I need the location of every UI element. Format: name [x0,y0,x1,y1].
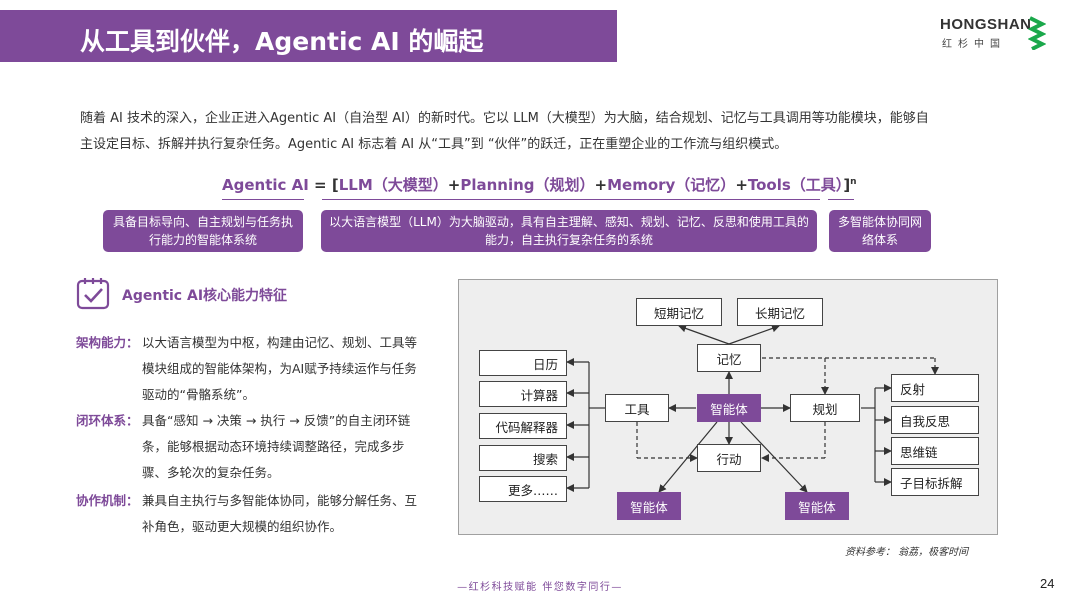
checklist-icon [76,278,110,310]
hongshan-logo: HONGSHAN 红杉中国 [940,16,1046,50]
capability-text: 具备“感知 → 决策 → 执行 → 反馈”的自主闭环链条，能够根据动态环境持续调… [142,413,411,480]
formula-superscript: n [850,177,857,187]
page-number: 24 [1040,576,1055,591]
formula-agentic: Agentic AI [222,176,309,194]
node-plan-self-reflection: 自我反思 [891,406,979,434]
node-memory: 记忆 [697,344,761,372]
capability-closed-loop: 闭环体系： 具备“感知 → 决策 → 执行 → 反馈”的自主闭环链条，能够根据动… [76,408,421,486]
formula-underline-3 [828,199,854,200]
logo-text-cn: 红杉中国 [942,39,1006,50]
diagram-connectors [566,324,939,493]
node-tool-more: 更多…… [479,476,567,502]
formula-plus-3: + [735,176,748,194]
capability-label: 闭环体系： [76,413,139,428]
logo-text-en: HONGSHAN [940,16,1032,33]
reference-note: 资料参考： 翁荔，极客时间 [845,547,969,558]
capability-collaboration: 协作机制： 兼具自主执行与多智能体协同，能够分解任务、互补角色，驱动更大规模的组… [76,488,421,540]
node-tool: 工具 [605,394,669,422]
agentic-formula: Agentic AI = [LLM（大模型）+Planning（规划）+Memo… [222,174,857,195]
formula-close: ] [843,176,851,194]
node-tool-search: 搜索 [479,445,567,471]
definition-box-components: 以大语言模型（LLM）为大脑驱动，具有自主理解、感知、规划、记忆、反思和使用工具… [321,210,817,252]
formula-underline-1 [222,199,304,200]
node-short-term-memory: 短期记忆 [636,298,722,326]
node-action: 行动 [697,444,761,472]
node-tool-calendar: 日历 [479,350,567,376]
node-plan-reflection: 反射 [891,374,979,402]
node-plan-subgoal: 子目标拆解 [891,468,979,496]
intro-line-2: 主设定目标、拆解并执行复杂任务。Agentic AI 标志着 AI 从“工具”到… [80,137,788,152]
intro-line-1: 随着 AI 技术的深入，企业正进入Agentic AI（自治型 AI）的新时代。… [80,111,929,126]
node-plan: 规划 [790,394,860,422]
formula-eq: = [ [308,176,339,194]
node-sub-agent-1: 智能体 [617,492,681,520]
formula-plus-2: + [594,176,608,194]
node-plan-chain-of-thought: 思维链 [891,437,979,465]
capability-text: 兼具自主执行与多智能体协同，能够分解任务、互补角色，驱动更大规模的组织协作。 [142,493,418,534]
page-title: 从工具到伙伴，Agentic AI 的崛起 [80,27,484,56]
node-tool-code-interpreter: 代码解释器 [479,413,567,439]
intro-paragraph: 随着 AI 技术的深入，企业正进入Agentic AI（自治型 AI）的新时代。… [80,106,1000,158]
node-sub-agent-2: 智能体 [785,492,849,520]
formula-underline-2 [322,199,820,200]
definition-box-multi-agent: 多智能体协同网络体系 [829,210,931,252]
node-long-term-memory: 长期记忆 [737,298,823,326]
formula-memory: Memory（记忆） [607,176,736,194]
capability-label: 协作机制： [76,493,139,508]
formula-plus-1: + [447,176,461,194]
formula-llm: LLM（大模型） [338,176,448,194]
formula-planning: Planning（规划） [460,176,595,194]
footer-slogan: —红杉科技赋能 伴您数字同行— [457,582,623,593]
capability-text: 以大语言模型为中枢，构建由记忆、规划、工具等模块组成的智能体架构，为AI赋予持续… [142,335,418,402]
node-tool-calculator: 计算器 [479,381,567,407]
formula-tools: Tools（工具） [747,176,844,194]
node-agent: 智能体 [697,394,761,422]
capability-heading: Agentic AI核心能力特征 [122,288,288,304]
capability-architecture: 架构能力： 以大语言模型为中枢，构建由记忆、规划、工具等模块组成的智能体架构，为… [76,330,421,408]
logo-mark-icon [1028,16,1046,50]
definition-box-agentic: 具备目标导向、自主规划与任务执行能力的智能体系统 [103,210,303,252]
capability-label: 架构能力： [76,335,139,350]
agent-architecture-diagram: 短期记忆 长期记忆 记忆 日历 计算器 代码解释器 搜索 更多…… 工具 智能体… [458,279,998,535]
title-bar: 从工具到伙伴，Agentic AI 的崛起 [0,10,617,62]
